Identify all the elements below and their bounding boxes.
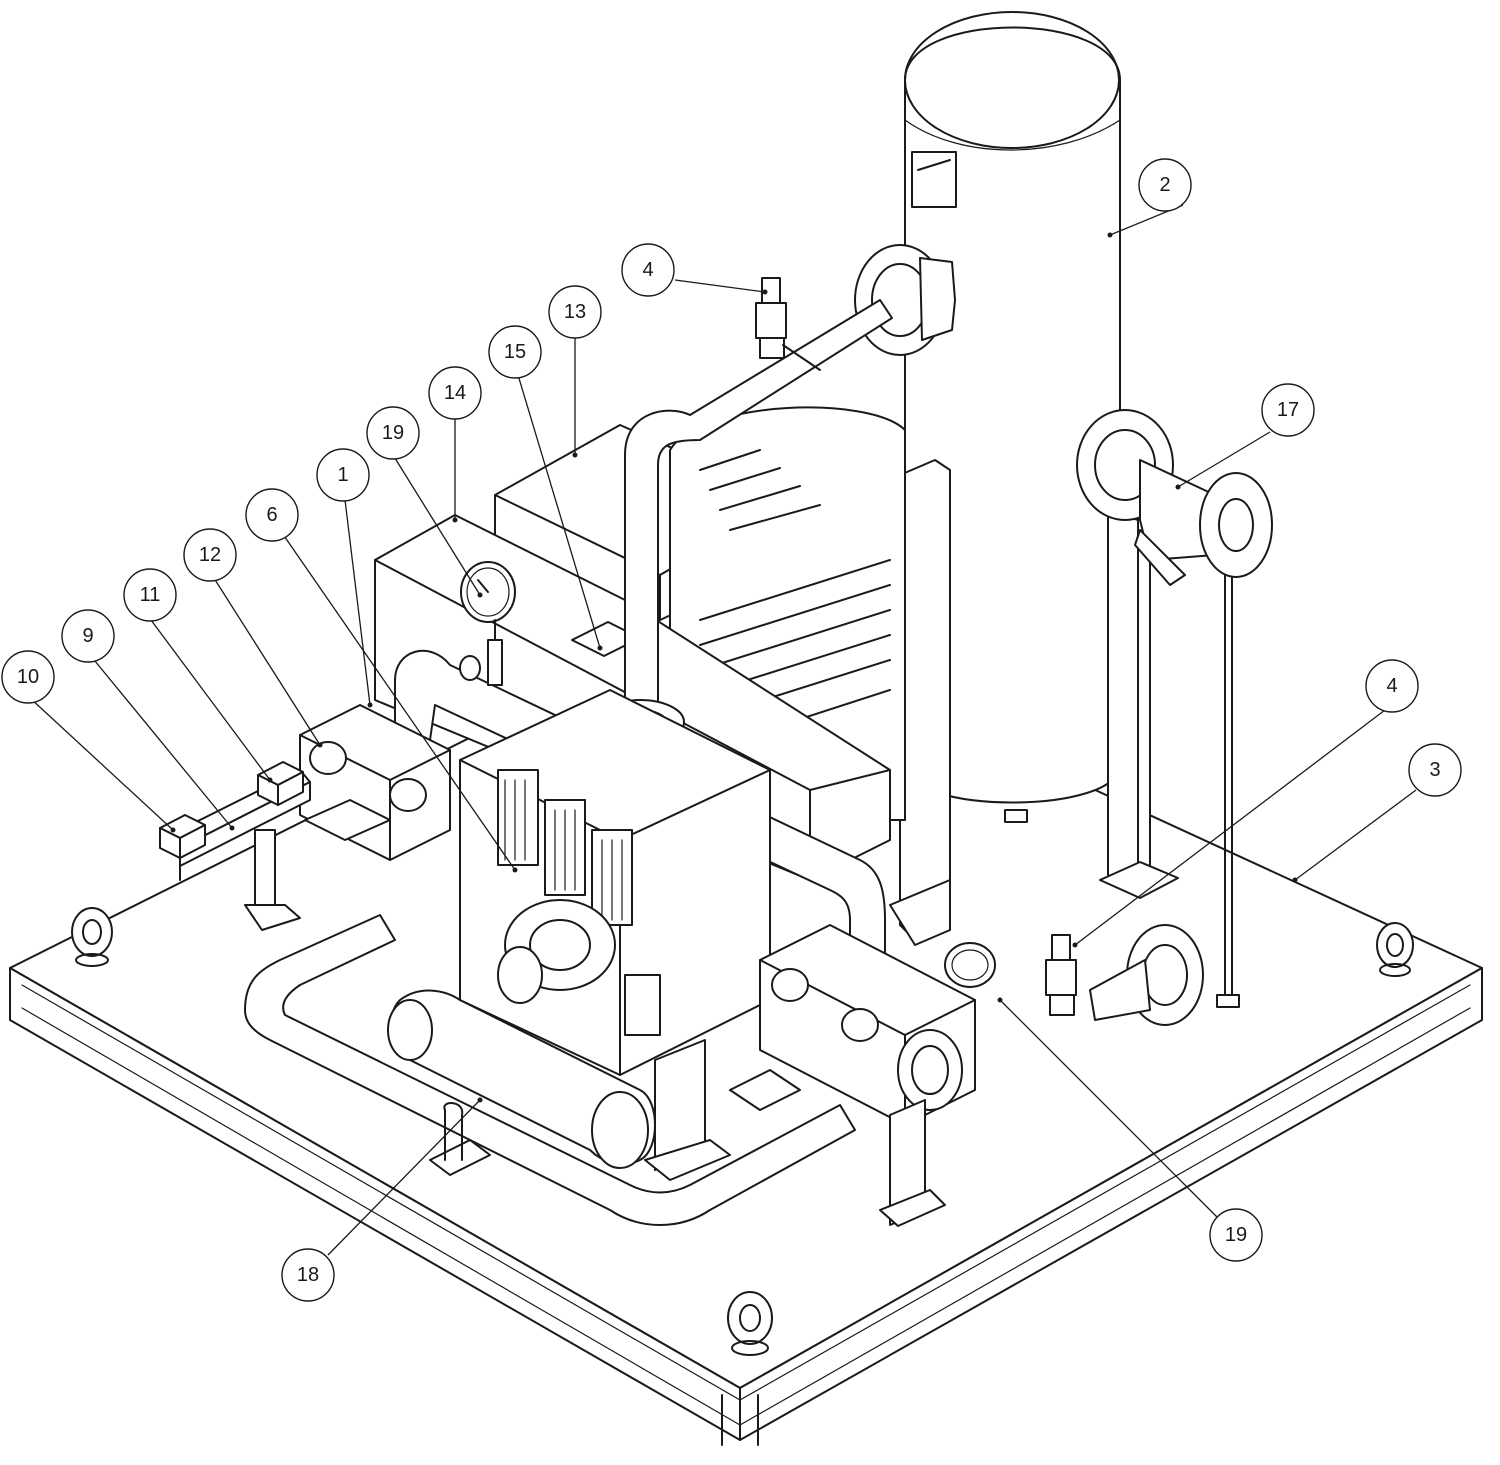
support-stands	[244, 829, 946, 1227]
callout-label-1: 1	[337, 464, 348, 486]
callout-label-19-lower: 19	[1225, 1224, 1247, 1246]
callout-19-lower: 19	[1209, 1208, 1263, 1262]
upper-manifold-pipe	[394, 649, 886, 961]
callout-label-9: 9	[82, 625, 93, 647]
callout-6: 6	[245, 488, 299, 542]
callout-label-12: 12	[199, 544, 221, 566]
callout-label-15: 15	[504, 341, 526, 363]
callout-12: 12	[183, 528, 237, 582]
callout-19-upper: 19	[366, 406, 420, 460]
callout-15: 15	[488, 325, 542, 379]
receiver-tank	[904, 11, 1121, 823]
callout-label-13: 13	[564, 301, 586, 323]
callout-11: 11	[123, 568, 177, 622]
callout-label-2: 2	[1159, 174, 1170, 196]
outlet-elbow-17	[1076, 409, 1273, 586]
pressure-gauge-front	[387, 999, 433, 1061]
callout-label-14: 14	[444, 382, 466, 404]
callout-label-4-upper: 4	[642, 259, 653, 281]
left-valve-manifold	[299, 704, 451, 861]
callout-14: 14	[428, 366, 482, 420]
callout-9: 9	[61, 609, 115, 663]
lifting-lug-left	[71, 907, 113, 967]
callout-4-upper: 4	[621, 243, 675, 297]
callout-label-17: 17	[1277, 399, 1299, 421]
callout-18: 18	[281, 1248, 335, 1302]
callout-10: 10	[1, 650, 55, 704]
callout-3: 3	[1408, 743, 1462, 797]
block-10	[159, 814, 206, 859]
callout-label-18: 18	[297, 1264, 319, 1286]
callout-13: 13	[548, 285, 602, 339]
callout-label-4-lower: 4	[1386, 675, 1397, 697]
pressure-gauge-lower	[944, 942, 996, 988]
callout-leaders	[29, 204, 1417, 1256]
callout-2: 2	[1138, 158, 1192, 212]
lower-loop-pipe	[244, 914, 856, 1226]
callout-17: 17	[1261, 383, 1315, 437]
callout-label-6: 6	[266, 504, 277, 526]
lifting-lugs	[71, 907, 1414, 1356]
callout-label-11: 11	[140, 584, 161, 606]
callout-1: 1	[316, 448, 370, 502]
callout-4-lower: 4	[1365, 659, 1419, 713]
safety-valve-lower	[1045, 934, 1077, 1016]
callout-dots	[170, 232, 1298, 1103]
right-valve-manifold	[759, 924, 976, 1126]
lifting-lug-front	[727, 1291, 773, 1356]
lifting-lug-right	[1376, 922, 1414, 977]
outlet-flange-lower	[1089, 924, 1204, 1026]
compressor-block	[459, 689, 771, 1076]
cylinder-fins	[497, 769, 633, 926]
callout-label-3: 3	[1429, 759, 1440, 781]
callout-label-10: 10	[17, 666, 39, 688]
safety-valve-upper	[755, 277, 821, 371]
callout-label-19-upper: 19	[382, 422, 404, 444]
pressure-gauge-upper	[459, 561, 516, 686]
